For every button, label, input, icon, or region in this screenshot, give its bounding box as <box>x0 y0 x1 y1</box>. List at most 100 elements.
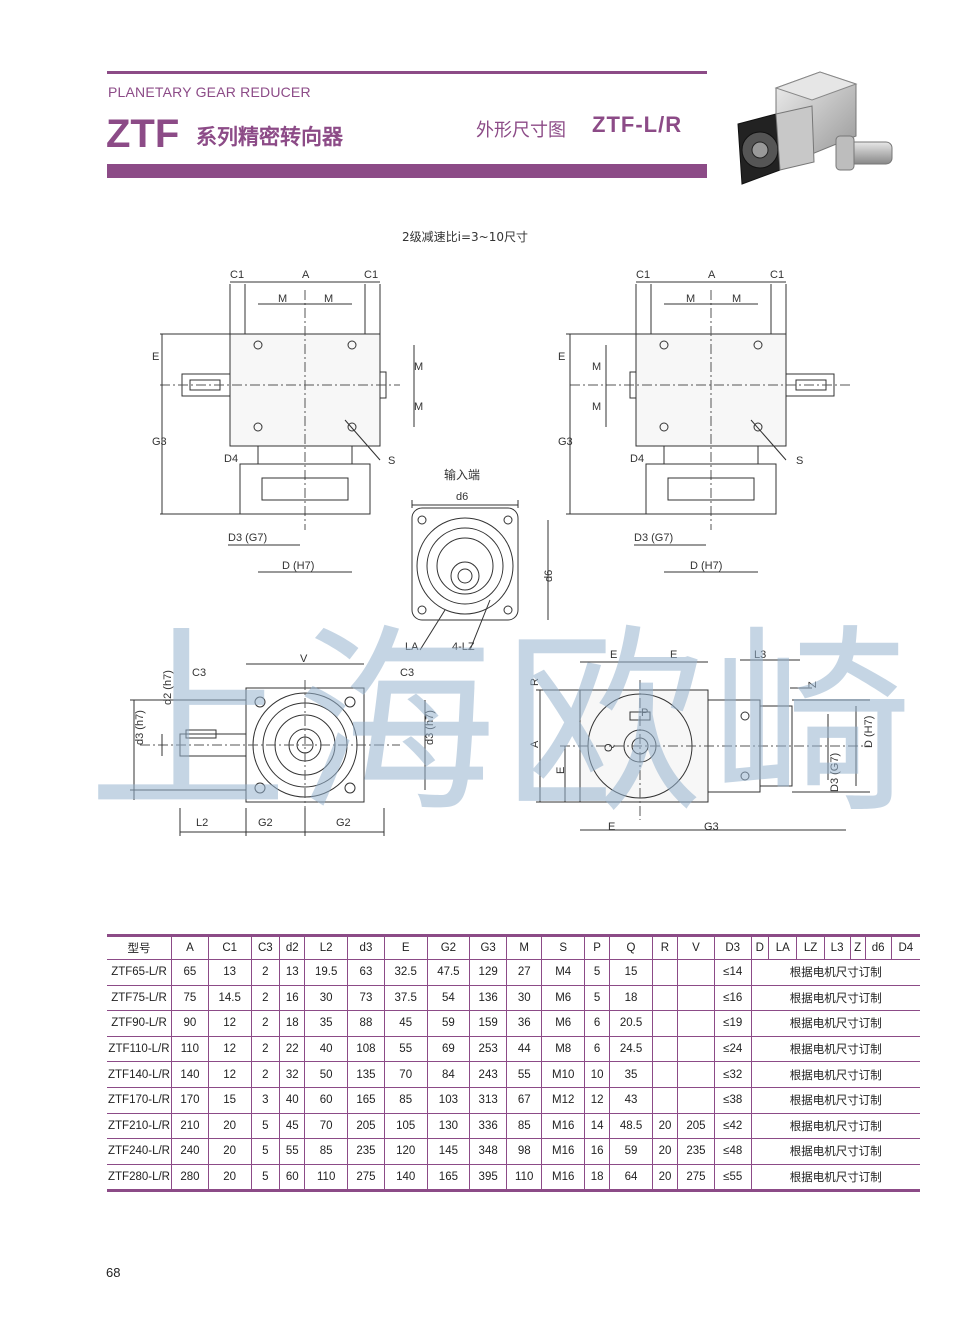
table-cell: 55 <box>383 1036 428 1063</box>
table-cell: 165 <box>347 1087 385 1114</box>
drawing-input-end <box>411 500 549 651</box>
table-cell: 40 <box>304 1036 348 1063</box>
motor-note-cell: 根据电机尺寸订制 <box>750 1138 920 1165</box>
table-cell: ZTF75-L/R <box>107 985 172 1012</box>
table-cell: 67 <box>506 1087 542 1114</box>
table-cell: 19.5 <box>304 959 348 986</box>
label-c1-a: C1 <box>230 269 244 281</box>
table-header-cell: S <box>541 934 585 960</box>
table-header-cell: C1 <box>207 934 252 960</box>
table-cell <box>677 959 715 986</box>
table-cell: 105 <box>383 1113 428 1140</box>
table-cell: M16 <box>541 1113 585 1140</box>
table-header-cell: LZ <box>796 934 825 960</box>
label-d2-h7: d2 (h7) <box>162 670 174 705</box>
table-cell: 170 <box>171 1087 209 1114</box>
label-m-d: M <box>414 401 423 413</box>
table-header-cell: M <box>506 934 542 960</box>
table-header-cell: D4 <box>890 934 920 960</box>
motor-note-cell: 根据电机尺寸订制 <box>750 1113 920 1140</box>
table-cell: 70 <box>383 1061 428 1088</box>
table-cell: 85 <box>383 1087 428 1114</box>
table-cell: 2 <box>250 1036 280 1063</box>
table-cell: ZTF140-L/R <box>107 1061 172 1088</box>
label-c1-d: C1 <box>770 269 784 281</box>
table-cell: M16 <box>541 1164 585 1193</box>
motor-note-cell: 根据电机尺寸订制 <box>750 1164 920 1193</box>
table-cell: 20 <box>651 1164 678 1193</box>
table-cell: M10 <box>541 1061 585 1088</box>
table-cell: 12 <box>207 1036 252 1063</box>
table-cell: 85 <box>304 1138 348 1165</box>
table-cell: 18 <box>279 1010 305 1037</box>
table-cell: ≤16 <box>713 985 752 1012</box>
label-m-f: M <box>732 293 741 305</box>
table-cell: 98 <box>506 1138 542 1165</box>
table-header-cell: D3 <box>713 934 752 960</box>
table-cell: 63 <box>347 959 385 986</box>
table-cell: 45 <box>279 1113 305 1140</box>
label-m-a: M <box>278 293 287 305</box>
table-cell: 110 <box>171 1036 209 1063</box>
stage-title: 2级减速比i=3~10尺寸 <box>402 230 528 244</box>
label-g3-b: G3 <box>558 436 573 448</box>
label-c3-b: C3 <box>400 667 414 679</box>
table-cell: 32.5 <box>383 959 428 986</box>
table-cell: 103 <box>426 1087 470 1114</box>
table-cell: ≤32 <box>713 1061 752 1088</box>
table-cell: 336 <box>469 1113 507 1140</box>
table-cell: 165 <box>426 1164 470 1193</box>
header-top-rule <box>107 71 707 74</box>
table-cell: 210 <box>171 1113 209 1140</box>
table-header-cell: Q <box>609 934 653 960</box>
label-e-f: E <box>608 821 615 833</box>
table-cell: 20 <box>207 1113 252 1140</box>
table-cell: ZTF170-L/R <box>107 1087 172 1114</box>
label-e-d: E <box>670 649 677 661</box>
table-cell: 145 <box>426 1138 470 1165</box>
table-cell: 90 <box>171 1010 209 1037</box>
table-cell <box>651 1061 678 1088</box>
label-d3-b: D3 (G7) <box>634 532 673 544</box>
table-cell: ≤24 <box>713 1036 752 1063</box>
table-cell: 205 <box>677 1113 715 1140</box>
table-cell: 73 <box>347 985 385 1012</box>
table-cell: ZTF65-L/R <box>107 959 172 986</box>
label-g2-a: G2 <box>258 817 273 829</box>
label-e-e: E <box>555 767 567 774</box>
table-cell: 64 <box>609 1164 653 1193</box>
table-cell: 136 <box>469 985 507 1012</box>
table-cell: 2 <box>250 959 280 986</box>
label-d3-a: D3 (G7) <box>228 532 267 544</box>
table-header-cell: C3 <box>250 934 280 960</box>
table-cell: 129 <box>469 959 507 986</box>
label-d-b: D (H7) <box>690 560 722 572</box>
table-cell: 18 <box>584 1164 610 1193</box>
table-cell: 6 <box>584 1010 610 1037</box>
table-cell: 30 <box>506 985 542 1012</box>
table-cell: 5 <box>250 1164 280 1193</box>
label-d6-a: d6 <box>456 491 468 503</box>
table-cell: 70 <box>304 1113 348 1140</box>
table-cell: 20 <box>651 1138 678 1165</box>
table-cell: M6 <box>541 1010 585 1037</box>
table-cell: M4 <box>541 959 585 986</box>
table-cell: M12 <box>541 1087 585 1114</box>
table-cell: ≤19 <box>713 1010 752 1037</box>
table-cell: 40 <box>279 1087 305 1114</box>
table-cell: 313 <box>469 1087 507 1114</box>
table-cell: 50 <box>304 1061 348 1088</box>
motor-note-cell: 根据电机尺寸订制 <box>750 1087 920 1114</box>
input-end-label: 输入端 <box>444 468 481 482</box>
table-cell: M16 <box>541 1138 585 1165</box>
label-l2: L2 <box>196 817 208 829</box>
label-m-e: M <box>686 293 695 305</box>
table-cell: 55 <box>279 1138 305 1165</box>
